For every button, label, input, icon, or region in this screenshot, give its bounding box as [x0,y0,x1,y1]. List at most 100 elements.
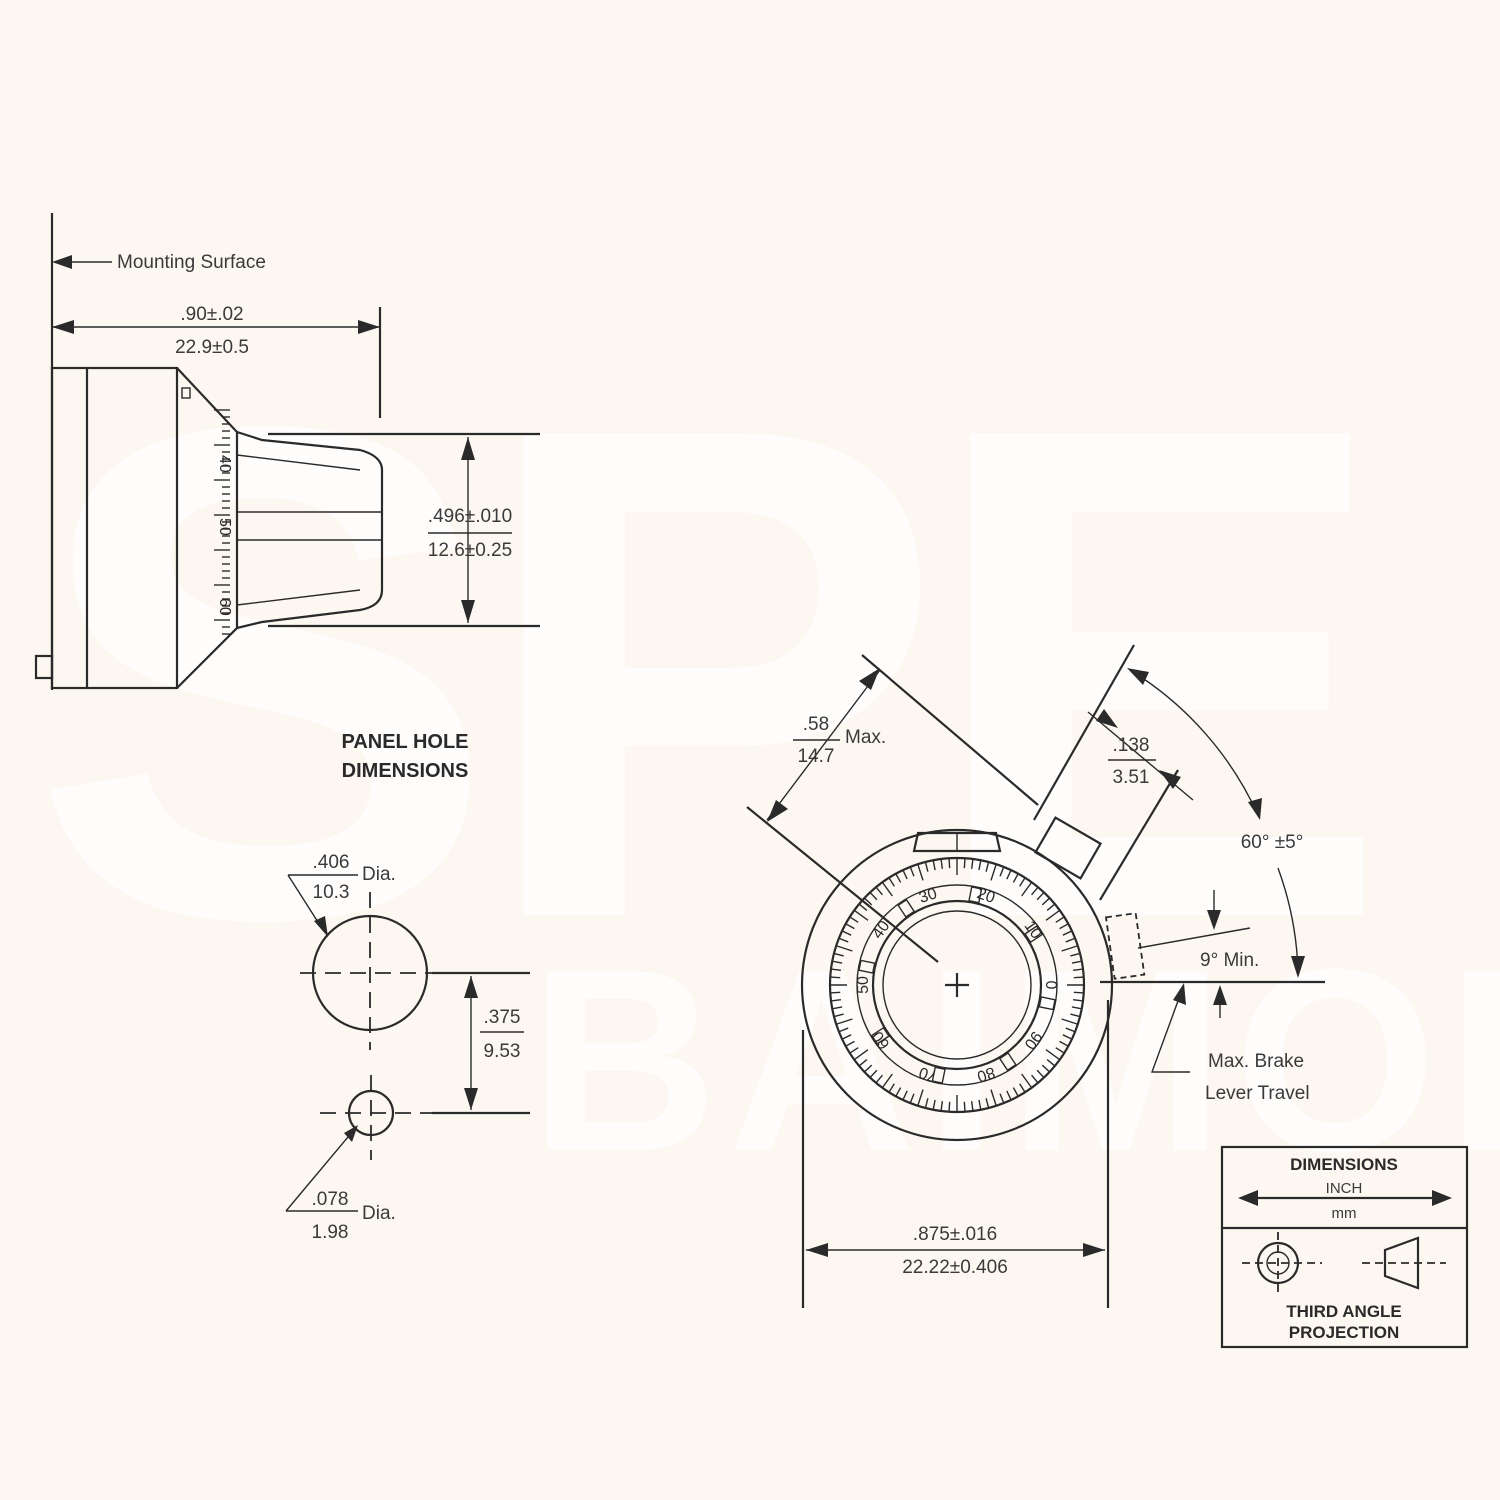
dial-tick [1045,1049,1061,1061]
dial-tick [902,1090,908,1101]
dial-tick [1062,1034,1073,1040]
dial-tick [963,1101,966,1112]
spacing-inch: .375 [484,1007,521,1028]
dial-tick [1071,960,1082,964]
knob-face [871,899,1043,1071]
dial-tick [970,1100,974,1112]
dial-number: 30 [917,885,939,907]
dial-tick [917,1089,924,1107]
dial-tick [985,1098,990,1109]
dial-tick [909,1093,915,1104]
dial-tick [830,968,842,972]
dial-tick [990,863,997,881]
dial-tick [1036,891,1045,901]
dial-tick [835,945,853,952]
scale-label-50: 50 [216,518,233,536]
knob-notch [897,898,916,918]
dial-tick [888,877,895,887]
dial-tick [875,886,883,896]
dial-tick [832,1006,843,1010]
scale-label-40: 40 [216,455,233,473]
dial-tick [841,930,852,936]
dial-tick [895,873,902,883]
dial-tick [940,858,944,870]
dial-tick [1006,1090,1012,1101]
legend-unit-mm: mm [1332,1205,1357,1222]
knob-notch [998,1052,1017,1072]
gap-mm: 3.51 [1113,767,1150,788]
dial-tick [948,858,951,869]
dial-tick [888,1083,895,1093]
dial-tick [902,869,908,880]
panel-hole-title-2: DIMENSIONS [342,760,469,782]
dial-number: 20 [975,885,997,907]
dial-tick [853,1049,869,1061]
dial-tick [830,991,841,994]
length-mm: 22.9±0.5 [175,337,249,358]
knob-notch [931,1066,946,1084]
dial-tick [858,903,868,911]
dial-tick [1062,930,1073,936]
width-mm: 22.22±0.406 [902,1257,1008,1278]
knob-notch [968,886,983,904]
dial-tick [1041,1064,1051,1073]
dial-tick [1012,873,1019,883]
dial-tick [1073,976,1084,979]
panel-hole-title-1: PANEL HOLE [341,731,468,753]
dial-tick [1073,991,1084,994]
height-inch: .496±.010 [428,506,512,527]
panel-hole-view: PANEL HOLE DIMENSIONS .406 10.3 Dia. .37… [285,731,530,1243]
dial-tick [1012,1087,1019,1097]
main-dia-label: Dia. [362,864,396,885]
dial-tick [924,861,929,872]
dial-tick [963,858,966,869]
dial-tick [1045,909,1061,921]
dial-tick [858,1059,868,1067]
dial-tick [999,866,1005,877]
dial-tick [1061,1018,1079,1025]
brake-line-1: Max. Brake [1208,1051,1304,1072]
width-inch: .875±.016 [913,1224,997,1245]
dial-tick [832,960,843,964]
dial-tick [1006,869,1012,880]
height-mm: 12.6±0.25 [428,540,512,561]
dial-tick [909,866,915,877]
dial-tick [881,881,893,897]
dial-tick [978,1099,982,1110]
dial-tick [1046,903,1056,911]
dial-tick [1072,998,1084,1002]
dial-tick [1041,897,1051,906]
brake-line-2: Lever Travel [1205,1083,1310,1104]
dial-tick [940,1100,944,1112]
legend-title: DIMENSIONS [1290,1155,1398,1174]
dial-tick [833,1013,844,1018]
side-view: Mounting Surface .90±.02 22.9±0.5 40 50 … [34,213,540,690]
small-dia-label: Dia. [362,1203,396,1224]
dial-number: 0 [1042,981,1059,990]
bezel-outer [800,828,1114,1142]
knob-notch [858,959,876,974]
dial-tick [948,1101,951,1112]
dial-tick [985,861,990,872]
dial-tick [999,1093,1005,1104]
dial-tick [1059,923,1069,930]
dial-tick [1021,881,1033,897]
brake-lever [1033,816,1103,880]
dial-tick [1071,1006,1082,1010]
dial-tick [1031,1074,1039,1084]
lever-max: Max. [845,727,886,748]
main-dia-mm: 10.3 [313,882,350,903]
legend-unit-inch: INCH [1326,1180,1363,1197]
dial-tick [1065,1027,1076,1033]
dial-tick [932,860,936,871]
dial-tick [838,1027,849,1033]
projection-cone-icon [1383,1236,1420,1290]
dial-tick [924,1098,929,1109]
arrow-icon [52,255,72,269]
dial-tick [830,998,842,1002]
dial-tick [932,1099,936,1110]
spacing-mm: 9.53 [484,1041,521,1062]
dial-tick [849,916,859,923]
